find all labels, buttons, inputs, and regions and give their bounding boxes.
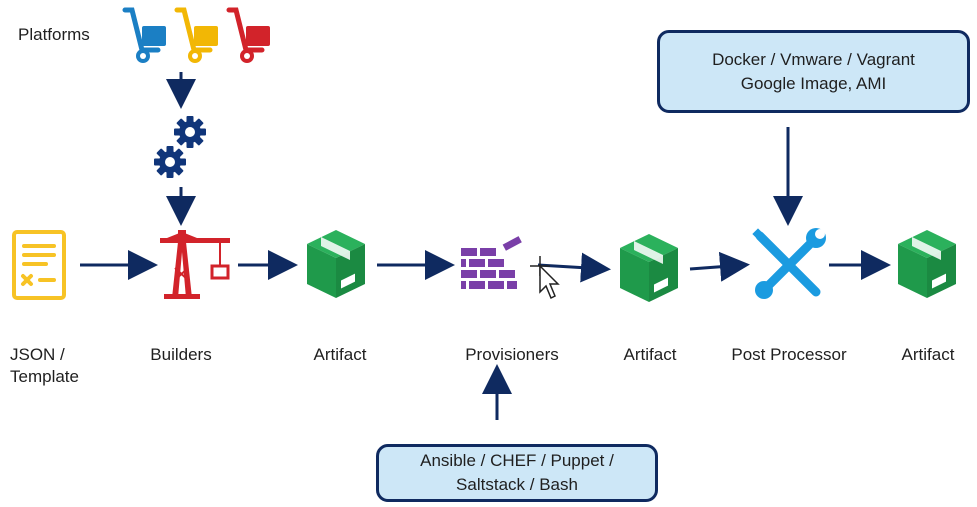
gears-icon xyxy=(154,116,206,178)
artifact-box-icon xyxy=(898,230,956,298)
json-template-label: JSON / Template xyxy=(10,344,79,388)
provisioner-tools-line-2: Saltstack / Bash xyxy=(456,475,578,494)
artifact-box-icon xyxy=(307,230,365,298)
artifact-3-label: Artifact xyxy=(901,345,955,364)
provisioner-tools-box: Ansible / CHEF / Puppet / Saltstack / Ba… xyxy=(376,444,658,502)
provisioners-label: Provisioners xyxy=(465,345,559,364)
platforms-label: Platforms xyxy=(18,25,90,44)
post-processor-label: Post Processor xyxy=(731,345,847,364)
document-icon xyxy=(12,230,66,300)
hand-trucks-icon xyxy=(122,7,270,63)
artifact-1-label: Artifact xyxy=(313,345,367,364)
crane-icon xyxy=(160,230,230,299)
artifact-box-icon xyxy=(620,234,678,302)
wrench-screwdriver-icon xyxy=(752,228,826,299)
builders-label: Builders xyxy=(150,345,212,364)
provisioner-tools-line-1: Ansible / CHEF / Puppet / xyxy=(420,451,614,470)
post-processor-targets-line-2: Google Image, AMI xyxy=(740,73,887,93)
post-processor-targets-line-1: Docker / Vmware / Vagrant xyxy=(712,49,915,69)
arrow-artifact-2-to-post-processor xyxy=(689,251,750,282)
mouse-cursor-icon xyxy=(530,256,560,300)
json-template-line-2: Template xyxy=(10,367,79,386)
json-template-line-1: JSON / xyxy=(10,345,65,364)
artifact-2-label: Artifact xyxy=(623,345,677,364)
brick-wall-icon xyxy=(461,236,522,289)
post-processor-targets-box: Docker / Vmware / Vagrant Google Image, … xyxy=(657,30,970,113)
